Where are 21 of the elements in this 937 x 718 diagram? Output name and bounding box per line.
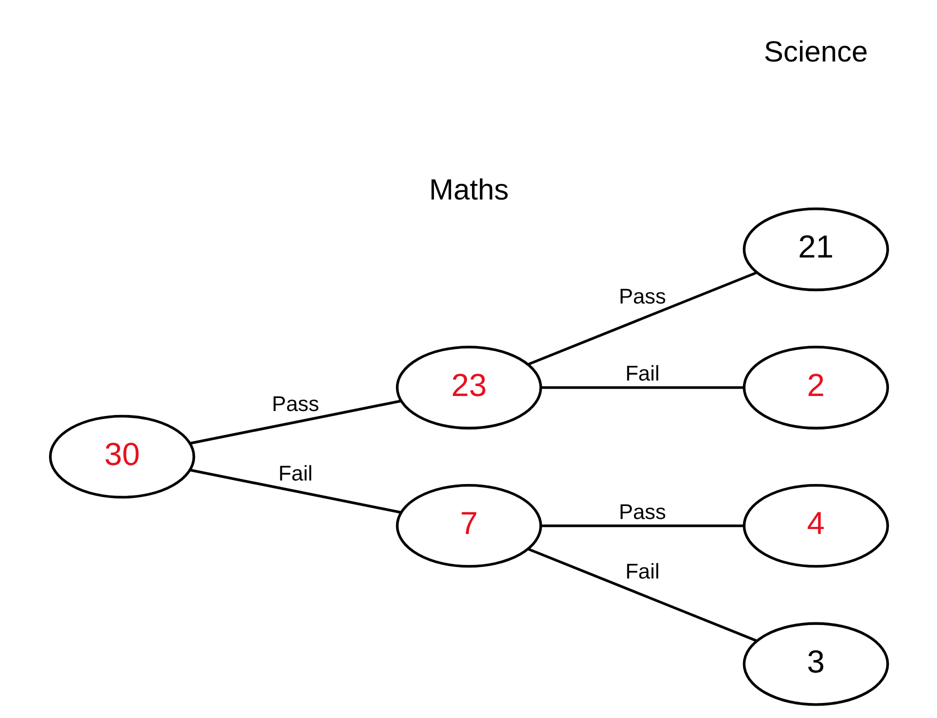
node-ellipse: 30 bbox=[48, 414, 195, 499]
node-ellipse: 2 bbox=[742, 346, 889, 430]
connector bbox=[526, 271, 757, 366]
node-ellipse: 3 bbox=[742, 622, 889, 706]
node-ellipse: 4 bbox=[742, 484, 889, 568]
node-ellipse: 23 bbox=[395, 346, 542, 430]
connector bbox=[189, 468, 401, 514]
node-ellipse: 7 bbox=[395, 484, 542, 568]
node-ellipse: 21 bbox=[742, 207, 889, 292]
edge-label: Pass bbox=[618, 500, 666, 524]
label: Science bbox=[763, 36, 868, 68]
label: Maths bbox=[428, 174, 508, 207]
connector bbox=[540, 386, 744, 389]
connector bbox=[526, 548, 757, 642]
edge-label: Pass bbox=[271, 392, 319, 416]
edge-label: Pass bbox=[618, 284, 666, 309]
connector bbox=[540, 524, 744, 528]
connector bbox=[189, 400, 401, 445]
edge-label: Fail bbox=[624, 560, 660, 584]
edge-label: Fail bbox=[624, 362, 660, 386]
edge-label: Fail bbox=[278, 461, 312, 486]
